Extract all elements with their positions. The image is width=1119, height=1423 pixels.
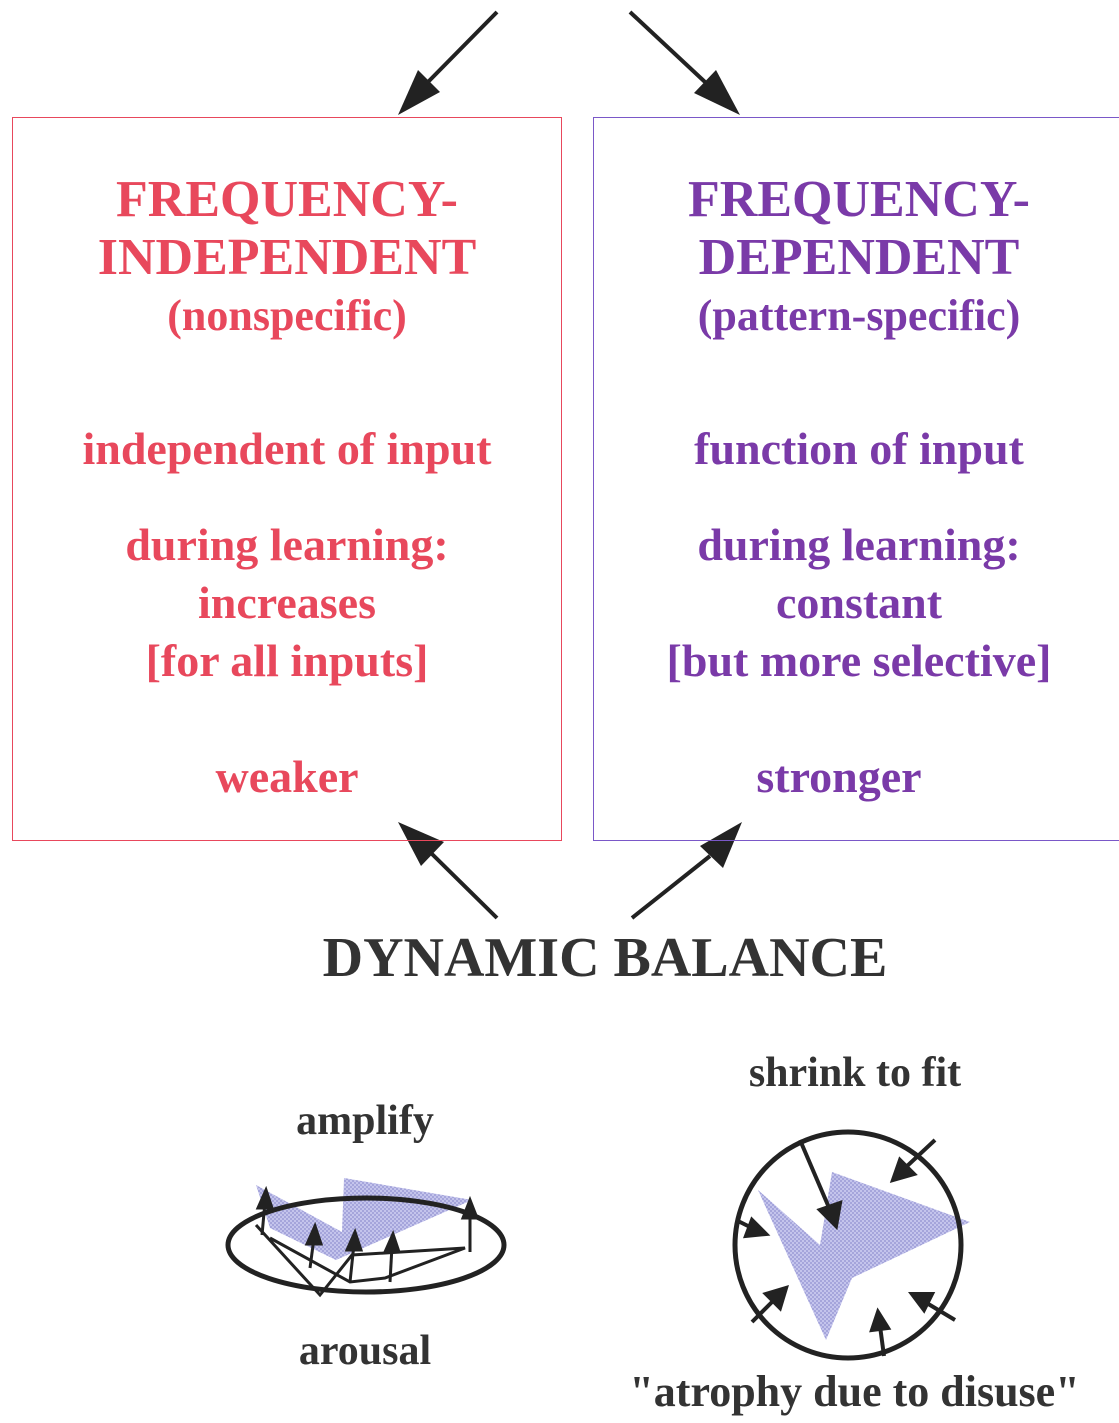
arrow-top-right	[628, 10, 740, 115]
arrow-top-left	[398, 10, 499, 115]
arousal-label: arousal	[298, 1328, 432, 1374]
left-input-line: independent of input	[82, 423, 492, 474]
left-learning-value: increases	[197, 577, 376, 628]
left-strength: weaker	[215, 751, 359, 802]
left-learning-note: [for all inputs]	[145, 635, 429, 686]
right-learning-value: constant	[775, 577, 943, 628]
shrink-circle-icon	[732, 1129, 970, 1361]
left-title-line-1: FREQUENCY-	[116, 171, 458, 228]
right-subtitle: (pattern-specific)	[697, 291, 1021, 340]
frequency-dependent-box: FREQUENCY- DEPENDENT (pattern-specific) …	[593, 117, 1119, 841]
frequency-independent-box: FREQUENCY- INDEPENDENT (nonspecific) ind…	[12, 117, 562, 841]
atrophy-label: "atrophy due to disuse"	[629, 1367, 1080, 1416]
right-input-line: function of input	[694, 423, 1024, 474]
amplify-ellipse-icon	[225, 1178, 507, 1298]
arrow-bottom-left	[398, 822, 499, 920]
left-title-line-2: INDEPENDENT	[97, 229, 477, 286]
right-learning-note: [but more selective]	[666, 635, 1052, 686]
amplify-label: amplify	[296, 1098, 434, 1144]
right-title-line-1: FREQUENCY-	[688, 171, 1030, 228]
right-strength: stronger	[756, 751, 922, 802]
left-subtitle: (nonspecific)	[167, 291, 407, 340]
arrow-bottom-right	[630, 822, 742, 920]
shrink-to-fit-label: shrink to fit	[748, 1050, 962, 1096]
right-learning-label: during learning:	[697, 519, 1021, 570]
dynamic-balance-label: DYNAMIC BALANCE	[322, 927, 888, 989]
left-learning-label: during learning:	[125, 519, 449, 570]
right-title-line-2: DEPENDENT	[698, 229, 1020, 286]
